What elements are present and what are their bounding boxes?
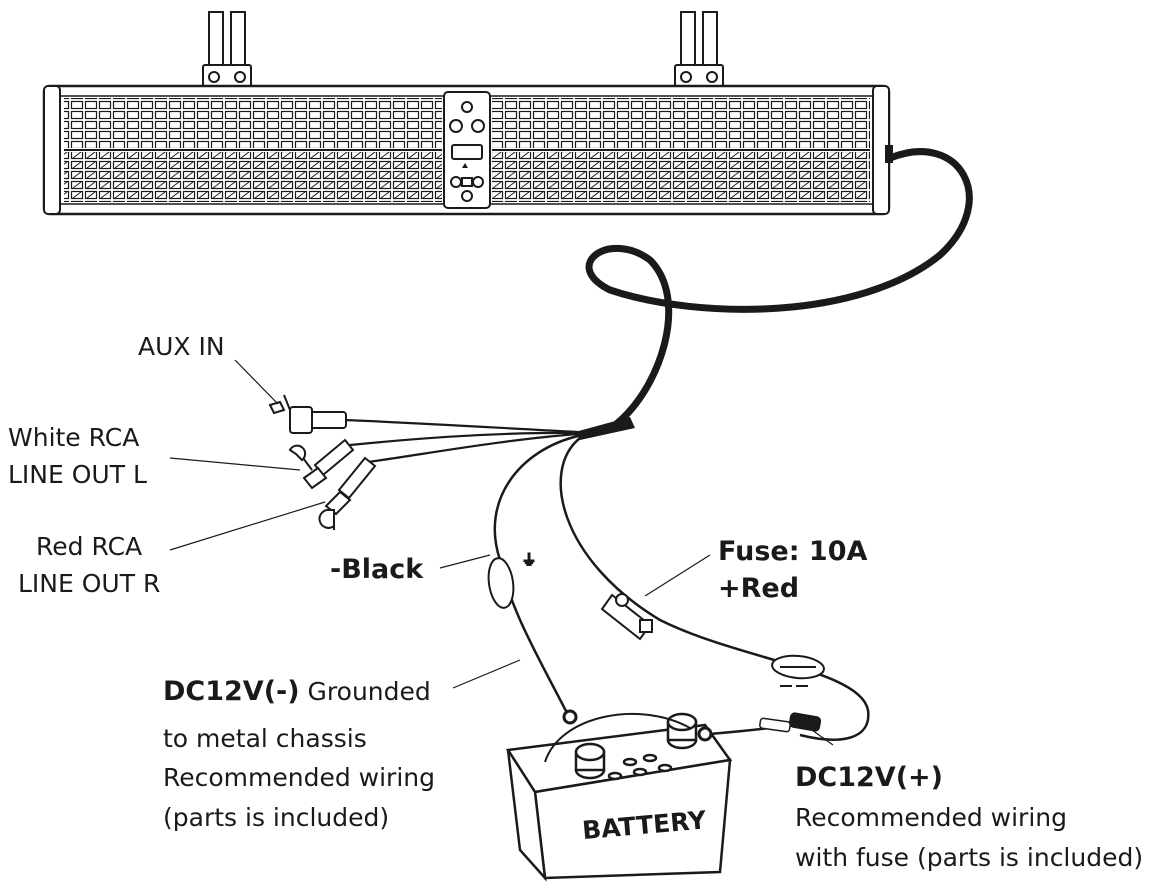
label-black: -Black [330,554,424,585]
cable-splitter [575,417,635,440]
label-aux-in: AUX IN [138,332,225,361]
prev-button-icon [450,176,462,188]
bluetooth-button-icon [471,119,485,133]
label-dc-negative: DC12V(-) Grounded [163,676,431,707]
cable-port [885,145,893,163]
soundbar [42,11,893,216]
speaker-grill-right-bottom [492,152,870,202]
label-fuse: Fuse: 10A [718,536,867,567]
display-window [451,144,483,160]
label-line-out-r: LINE OUT R [18,569,160,598]
speaker-grill-left-bottom [64,152,442,202]
control-panel [443,91,491,209]
main-cable [585,148,973,429]
label-dc-positive: DC12V(+) [795,762,943,793]
mount-bracket-left [202,11,252,88]
label-dc-negative-line2: to metal chassis [163,724,367,753]
up-arrow-icon [462,163,468,168]
next-button-icon [472,176,484,188]
red-rca-plug [318,456,377,530]
mount-bracket-right [674,11,724,88]
label-dc-positive-line3: with fuse (parts is included) [795,843,1143,872]
label-dc-negative-rest: Grounded [300,677,431,706]
speaker-grill-right-top [492,98,870,148]
mode-button-icon [449,119,463,133]
inline-plug [759,712,822,733]
label-dc-negative-line3: Recommended wiring [163,763,435,792]
black-cable-connector: ⏚ [487,552,537,609]
red-cable-connector [771,654,825,687]
red-power-cable [559,437,870,741]
label-dc-negative-bold: DC12V(-) [163,676,300,707]
ring-terminals [562,709,713,742]
label-white-rca: White RCA [8,423,139,452]
label-red: +Red [718,573,799,604]
leader-lines [169,359,834,746]
power-button-icon [461,101,473,113]
aux-in-plug [268,394,347,434]
fuse-holder-icon [600,593,653,641]
white-rca-plug [288,438,355,490]
play-button-icon [461,177,473,187]
speaker-grill-left-top [64,98,442,148]
label-dc-positive-line2: Recommended wiring [795,803,1067,832]
soundbar-endcap-left [43,85,61,215]
battery [505,712,733,882]
signal-cables [344,418,579,464]
label-line-out-l: LINE OUT L [8,460,147,489]
label-red-rca: Red RCA [36,532,142,561]
connector-symbol-icon: ⏚ [522,553,536,569]
volume-down-icon [461,190,473,202]
label-dc-negative-line4: (parts is included) [163,803,389,832]
